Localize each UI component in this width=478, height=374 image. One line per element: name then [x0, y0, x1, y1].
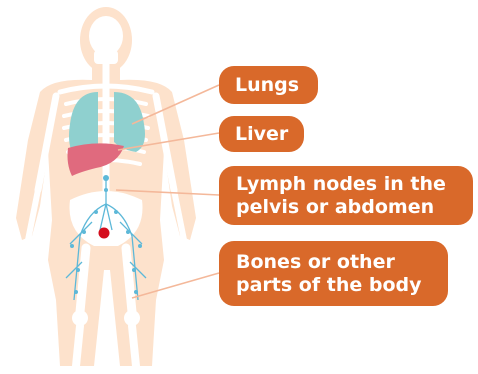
lymph-node-highlight — [99, 228, 110, 239]
callout-bones-label: Bones or other parts of the body — [236, 251, 421, 297]
callout-liver-label: Liver — [235, 123, 288, 146]
callout-lymph-nodes-label: Lymph nodes in the pelvis or abdomen — [236, 173, 446, 219]
callout-lungs-label: Lungs — [235, 74, 299, 97]
callout-bones: Bones or other parts of the body — [219, 241, 448, 306]
callout-liver: Liver — [219, 116, 304, 152]
callout-lymph-nodes: Lymph nodes in the pelvis or abdomen — [219, 166, 473, 225]
callout-lungs: Lungs — [219, 66, 318, 104]
